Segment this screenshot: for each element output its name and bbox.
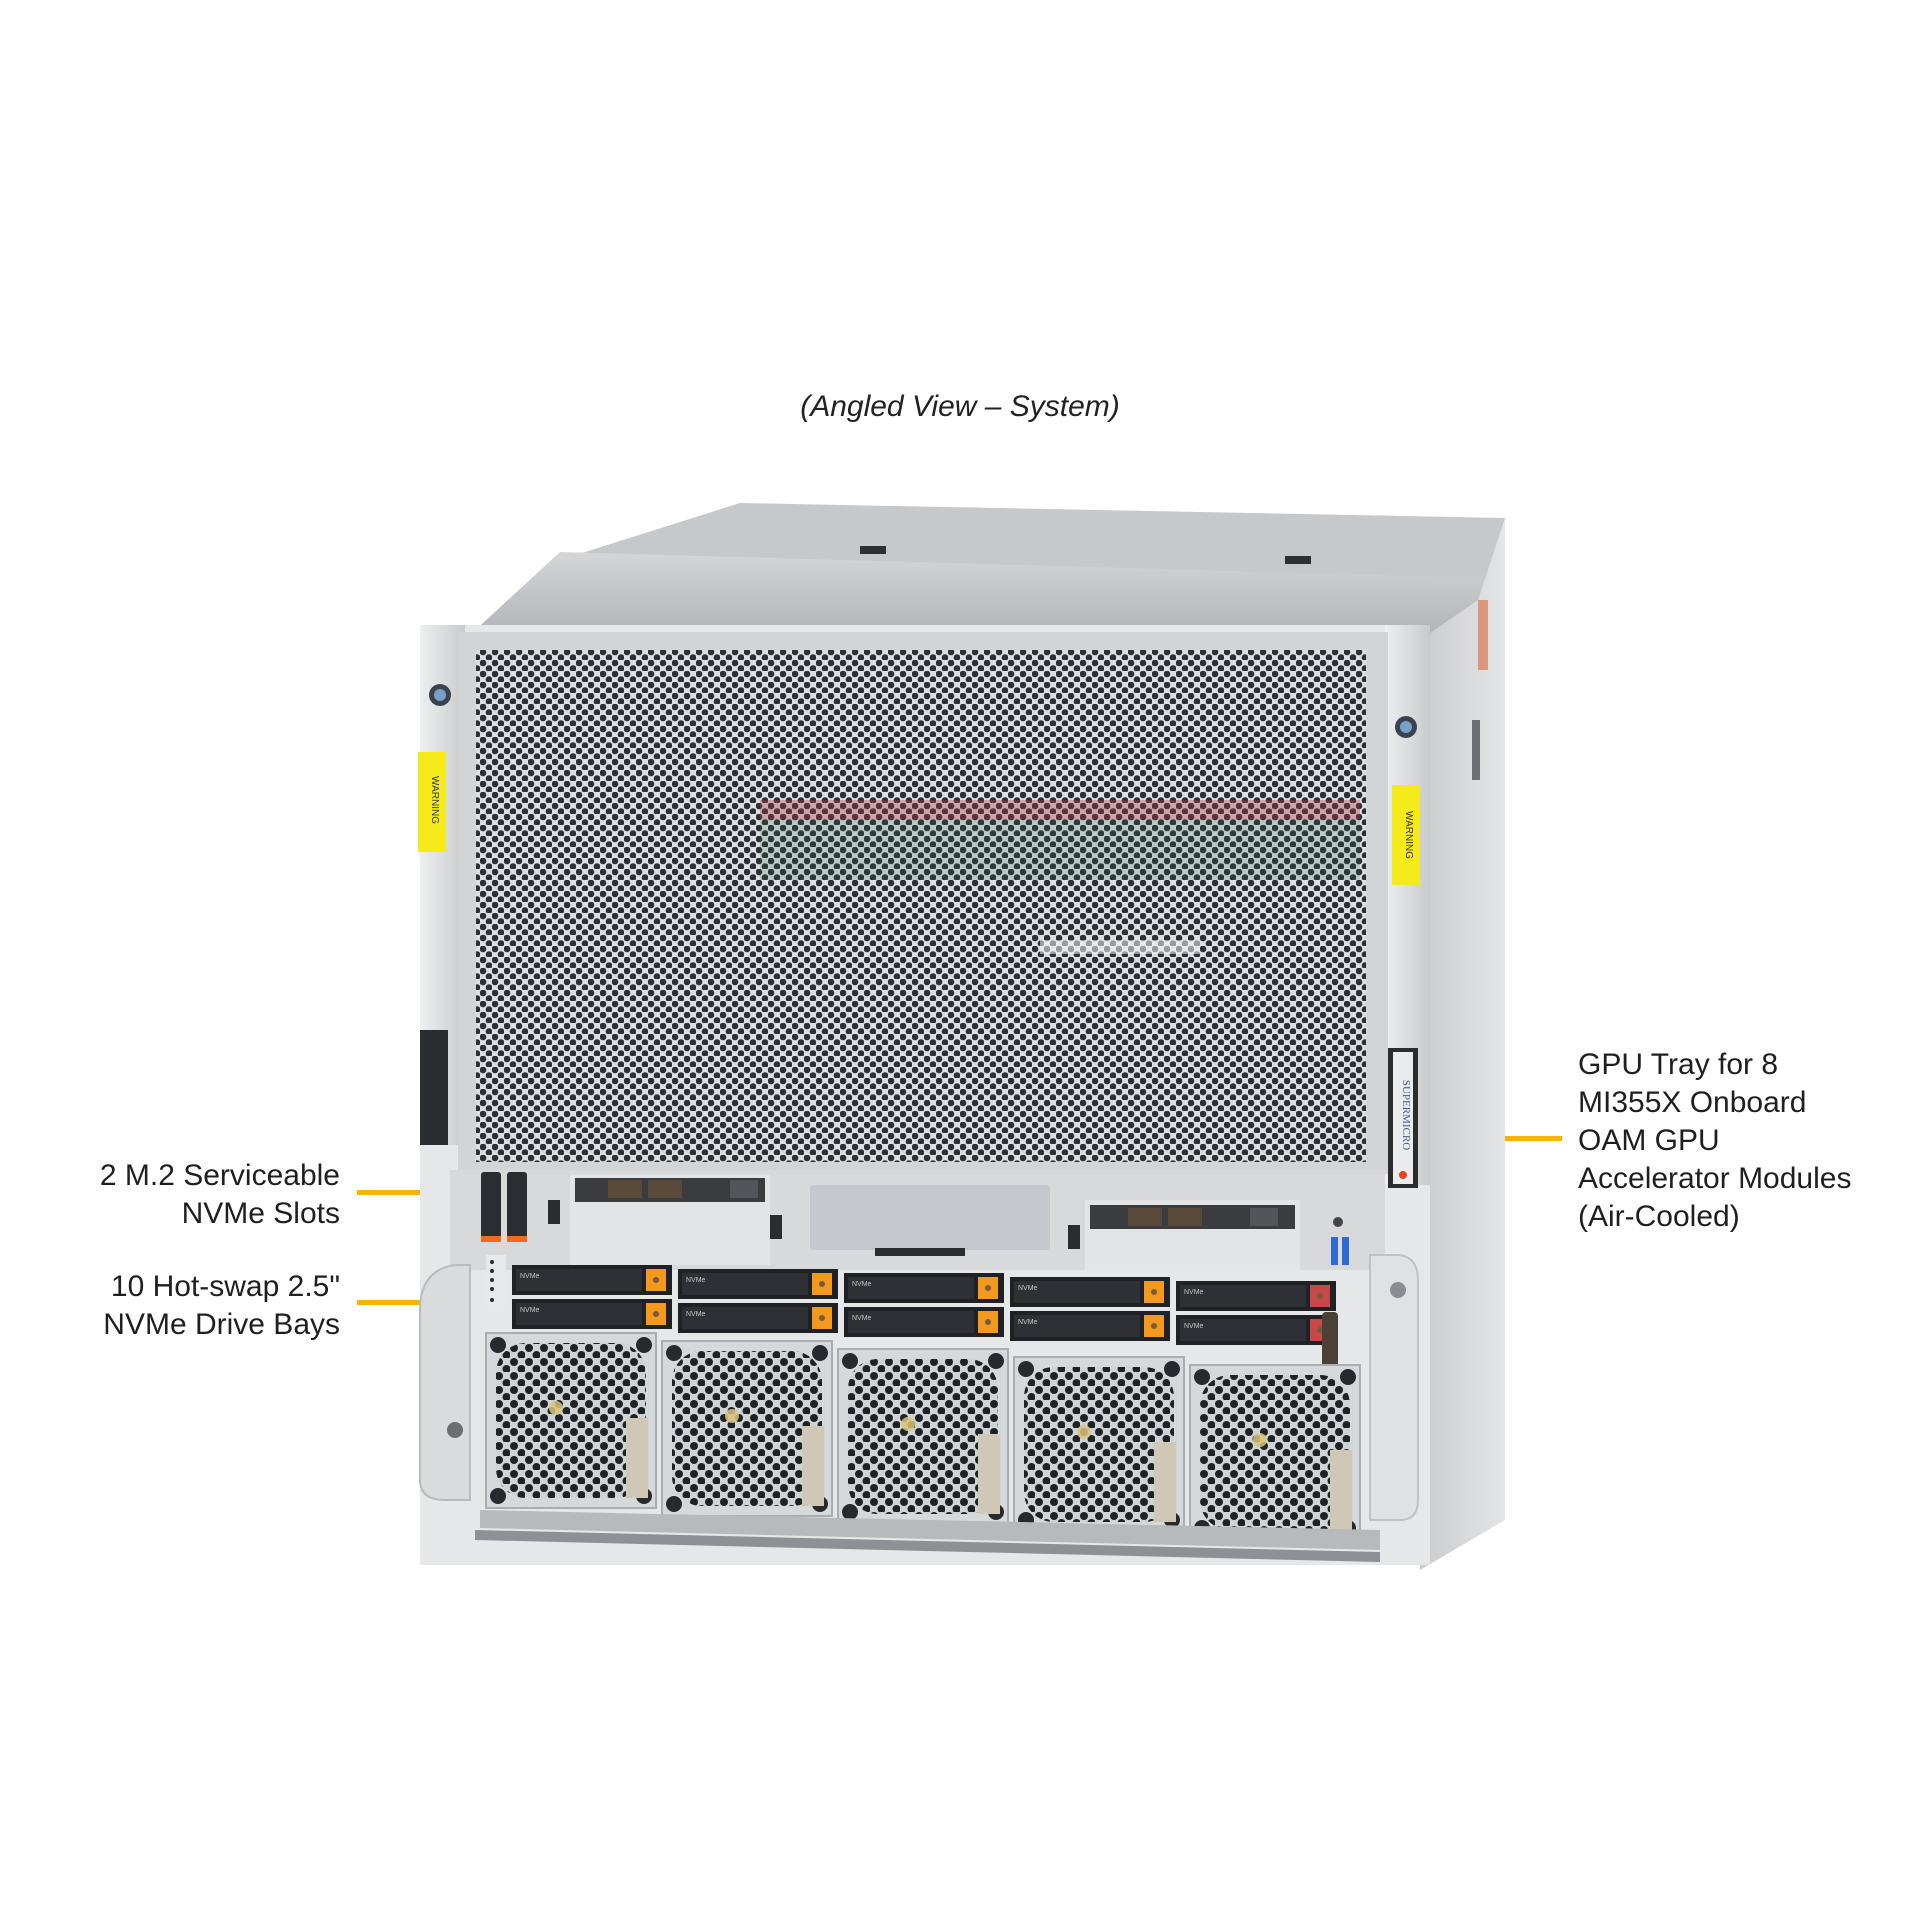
svg-text:NVMe: NVMe — [852, 1315, 872, 1322]
warning-label-left — [418, 752, 446, 852]
drive-bay-4[interactable]: NVMe — [678, 1303, 838, 1333]
callout-drive-bays: 10 Hot-swap 2.5" NVMe Drive Bays — [103, 1268, 340, 1344]
fan-module-4[interactable] — [1013, 1356, 1185, 1533]
drive-bay-9[interactable]: NVMe — [1176, 1281, 1336, 1311]
svg-text:NVMe: NVMe — [1018, 1285, 1038, 1292]
m2-slot-1 — [481, 1172, 501, 1242]
svg-text:NVMe: NVMe — [1018, 1319, 1038, 1326]
drive-bay-1[interactable]: NVMe — [512, 1265, 672, 1295]
left-handle — [419, 1264, 471, 1501]
callout-gpu-tray: GPU Tray for 8 MI355X Onboard OAM GPU Ac… — [1578, 1046, 1851, 1236]
svg-text:NVMe: NVMe — [852, 1281, 872, 1288]
callout-gpu-line-5: (Air-Cooled) — [1578, 1200, 1740, 1233]
usb-port-2 — [1342, 1237, 1349, 1265]
svg-text:WARNING: WARNING — [429, 776, 440, 824]
fan-handle[interactable] — [626, 1418, 648, 1498]
callout-m2-slots: 2 M.2 Serviceable NVMe Slots — [100, 1157, 340, 1233]
callout-drive-bays-line-1: 10 Hot-swap 2.5" — [110, 1270, 340, 1303]
fan-handle[interactable] — [1154, 1442, 1176, 1522]
gpu-tray-mesh — [476, 650, 1366, 1162]
callout-m2-line-1: 2 M.2 Serviceable — [99, 1159, 340, 1192]
drive-bay-6[interactable]: NVMe — [844, 1307, 1004, 1337]
fan-handle[interactable] — [1330, 1450, 1352, 1530]
svg-text:NVMe: NVMe — [520, 1273, 540, 1280]
svg-text:NVMe: NVMe — [686, 1277, 706, 1284]
callout-gpu-line-4: Accelerator Modules — [1578, 1162, 1852, 1195]
callout-gpu-line-2: MI355X Onboard — [1578, 1086, 1807, 1119]
svg-text:SUPERMICRO: SUPERMICRO — [1400, 1080, 1412, 1150]
drive-bay-3[interactable]: NVMe — [678, 1269, 838, 1299]
drive-bay-8[interactable]: NVMe — [1010, 1311, 1170, 1341]
usb-port-1 — [1331, 1237, 1338, 1265]
fan-module-3[interactable] — [837, 1348, 1009, 1525]
drive-bay-10[interactable]: NVMe — [1176, 1315, 1336, 1345]
chassis-bottom-rail — [480, 1510, 1380, 1550]
fan-handle[interactable] — [978, 1434, 1000, 1514]
drive-bay-2[interactable]: NVMe — [512, 1299, 672, 1329]
fan-module-2[interactable] — [661, 1340, 833, 1517]
svg-text:NVMe: NVMe — [1184, 1323, 1204, 1330]
io-blank-panel — [810, 1185, 1050, 1250]
svg-text:NVMe: NVMe — [1184, 1289, 1204, 1296]
callout-m2-line-2: NVMe Slots — [181, 1197, 340, 1230]
svg-text:NVMe: NVMe — [520, 1307, 540, 1314]
fan-module-5[interactable] — [1189, 1364, 1361, 1541]
m2-slots — [481, 1172, 527, 1242]
chassis-right-side — [1420, 518, 1505, 1570]
serial-port — [1322, 1312, 1338, 1372]
drive-bay-5[interactable]: NVMe — [844, 1273, 1004, 1303]
callout-gpu-line-3: OAM GPU — [1578, 1124, 1720, 1157]
warning-label-right — [1392, 785, 1420, 885]
fan-module-1[interactable] — [485, 1332, 657, 1509]
right-handle — [1369, 1254, 1419, 1521]
figure-caption: (Angled View – System) — [800, 390, 1120, 423]
chassis-top-front — [470, 552, 1490, 640]
m2-slot-2 — [507, 1172, 527, 1242]
svg-text:WARNING: WARNING — [1403, 811, 1414, 859]
callout-gpu-line-1: GPU Tray for 8 — [1578, 1048, 1779, 1081]
fan-modules — [485, 1332, 1361, 1541]
svg-text:NVMe: NVMe — [686, 1311, 706, 1318]
fan-handle[interactable] — [802, 1426, 824, 1506]
drive-bay-7[interactable]: NVMe — [1010, 1277, 1170, 1307]
callout-drive-bays-line-2: NVMe Drive Bays — [103, 1308, 340, 1341]
